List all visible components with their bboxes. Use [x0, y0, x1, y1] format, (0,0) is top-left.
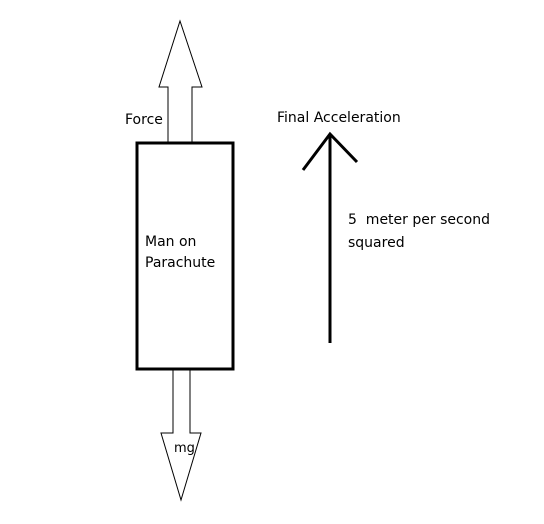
downward-force-label: mg [174, 441, 195, 456]
acceleration-value: 5 meter per second squared [348, 212, 491, 251]
body-label: Man on Parachute [145, 234, 216, 271]
acceleration-arrow-head [301, 131, 359, 171]
downward-weight-arrow [160, 369, 202, 502]
acceleration-title: Final Acceleration [277, 110, 401, 126]
upward-force-label: Force [125, 112, 163, 128]
body-box [135, 141, 235, 371]
upward-force-arrow [158, 19, 203, 144]
